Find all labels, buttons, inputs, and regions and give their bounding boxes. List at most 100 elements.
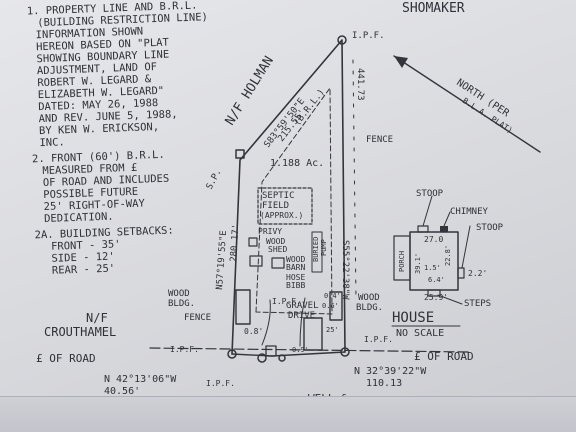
- well-pump-house-label: PUMP HOUSE: [306, 406, 372, 419]
- iron-pipe-found-marker: [337, 35, 347, 45]
- septic-label: SEPTIC: [262, 191, 295, 201]
- dimension-label: 25.9': [424, 293, 448, 302]
- hose-bibb-label: HOSE: [286, 273, 305, 282]
- stone-post-label: S.P.: [205, 168, 224, 192]
- stoop-right-label: STOOP: [476, 223, 504, 233]
- porch-label: PORCH: [398, 251, 406, 272]
- ipf-top-label: I.P.F.: [352, 31, 385, 41]
- bottom-right-bearing-label: N 32°39'22"W: [354, 366, 427, 377]
- ipf-mid-label: I.P.F.: [272, 297, 301, 306]
- note-2-line: 25' RIGHT-OF-WAY: [43, 197, 145, 213]
- north-arrow: [393, 55, 541, 153]
- leader-line: [443, 211, 451, 227]
- ipf-bottom-label: I.P.F.: [206, 379, 235, 388]
- wood-bldg-right-label: BLDG.: [356, 303, 383, 313]
- note-1-line: INFORMATION SHOWN: [35, 25, 143, 41]
- note-2-line: 2. FRONT (60') B.R.L.: [32, 149, 165, 166]
- leader-line: [422, 195, 433, 227]
- note-1-line: BY KEN W. ERICKSON,: [39, 121, 159, 137]
- bottom-left-bearing-label: N 42°13'06"W: [104, 374, 177, 385]
- buried-pump-label: BURIED: [312, 237, 320, 262]
- wood-shed-symbol: [249, 255, 263, 267]
- gravel-drive-edge: [261, 299, 271, 346]
- east-distance-top-label: 441.73: [355, 68, 365, 101]
- neighbor-holman-label: N/F HOLMAN: [223, 54, 277, 128]
- note-2-line: OF ROAD AND INCLUDES: [43, 173, 170, 189]
- note-1-line: (BUILDING RESTRICTION LINE): [37, 11, 208, 29]
- note-1-line: ROBERT W. LEGARD &: [37, 73, 152, 89]
- stone-post-marker: [235, 149, 245, 159]
- neighbor-shomaker-label: SHOMAKER: [402, 1, 465, 16]
- ipf-right-label: I.P.F.: [364, 335, 393, 344]
- buried-pump-line: [311, 231, 323, 273]
- left-distance-label: 280.17': [229, 224, 242, 263]
- offset-label: 0.8': [244, 327, 263, 336]
- general-notes: 1. PROPERTY LINE AND B.R.L. (BUILDING RE…: [27, 0, 208, 277]
- porch-outline: [393, 235, 411, 281]
- leader-line: [461, 225, 471, 269]
- steps-symbol: [427, 289, 441, 297]
- note-1-line: ELIZABETH W. LEGARD": [38, 85, 165, 101]
- iron-pipe-found-marker: [278, 354, 286, 362]
- note-1-line: INC.: [39, 136, 65, 149]
- house-footprint: [303, 317, 323, 351]
- dimension-label: 39.1': [414, 253, 422, 274]
- fence-east-label: FENCE: [366, 135, 393, 145]
- chimney-symbol: [440, 226, 448, 232]
- offset-label: 0.9': [292, 346, 309, 354]
- well-pump-house-label: WELL &: [308, 392, 348, 405]
- note-1-line: SHOWING BOUNDARY LINE: [36, 49, 169, 66]
- left-bearing-label: N57°19'55"E: [215, 230, 229, 290]
- road-centerline-left-label: £ OF ROAD: [36, 352, 96, 365]
- house-detail-labels: STOOP CHIMNEY STOOP PORCH 27.0 39.1' 22.…: [391, 189, 504, 339]
- wood-bldg-left-label: BLDG.: [168, 299, 195, 309]
- offset-label: 0.6': [322, 302, 339, 310]
- ipf-left-label: I.P.F.: [170, 345, 199, 354]
- dimension-label: 22.8': [444, 245, 452, 266]
- north-arrow-line: [393, 55, 541, 153]
- east-bearing-label: S55°22'38"W: [340, 240, 350, 300]
- stoop-right-symbol: [457, 267, 465, 279]
- gravel-drive-edge: [299, 297, 306, 347]
- neighbor-crouthamel-label: N/F: [86, 311, 108, 325]
- buried-pump-label: PUMP: [320, 239, 328, 256]
- building-restriction-line: [255, 87, 333, 315]
- septic-label: FIELD: [262, 201, 289, 211]
- leader-line: [437, 294, 463, 305]
- fence-line-east: [352, 59, 357, 301]
- wood-barn-label: WOOD: [286, 255, 305, 264]
- stoop-top-symbol: [417, 225, 429, 233]
- note-2-line: MEASURED FROM £: [42, 162, 137, 177]
- note-2a-line: FRONT - 35': [51, 238, 121, 252]
- house-detail: [393, 195, 471, 305]
- wood-building-right: [329, 291, 343, 321]
- offset-label: 0.4': [324, 292, 341, 300]
- privy-symbol: [248, 237, 258, 247]
- note-2a-line: REAR - 25': [52, 263, 116, 277]
- iron-pipe-found-marker: [340, 347, 350, 357]
- note-1-line: AND REV. JUNE 5, 1988,: [38, 108, 177, 125]
- dimension-label: 27.0: [424, 235, 443, 244]
- wood-shed-label: SHED: [268, 245, 287, 254]
- house-scale-note: NO SCALE: [396, 328, 444, 339]
- dimension-label: 2.2': [468, 269, 487, 278]
- septic-label: (APPROX.): [260, 211, 303, 220]
- wood-barn-label: BARN: [286, 263, 305, 272]
- boundary-line: [231, 39, 346, 355]
- wood-building-left: [235, 289, 251, 325]
- gravel-drive-label: GRAVEL: [286, 301, 319, 311]
- septic-field-outline: [257, 187, 313, 225]
- iron-pipe-found-marker: [227, 349, 237, 359]
- dimension-label: 1.5': [424, 264, 441, 272]
- iron-pipe-found-marker: [257, 353, 267, 363]
- privy-label: PRIVY: [258, 227, 282, 236]
- bottom-right-distance-label: 110.13: [366, 378, 402, 389]
- note-2-line: DEDICATION.: [44, 211, 114, 225]
- stoop-top-label: STOOP: [416, 189, 444, 199]
- note-1-line: ADJUSTMENT, LAND OF: [37, 61, 157, 77]
- well-pump-house-symbol: [265, 345, 277, 357]
- bottom-left-distance-label: 40.56': [104, 386, 140, 397]
- north-arrow-head-icon: [394, 56, 408, 68]
